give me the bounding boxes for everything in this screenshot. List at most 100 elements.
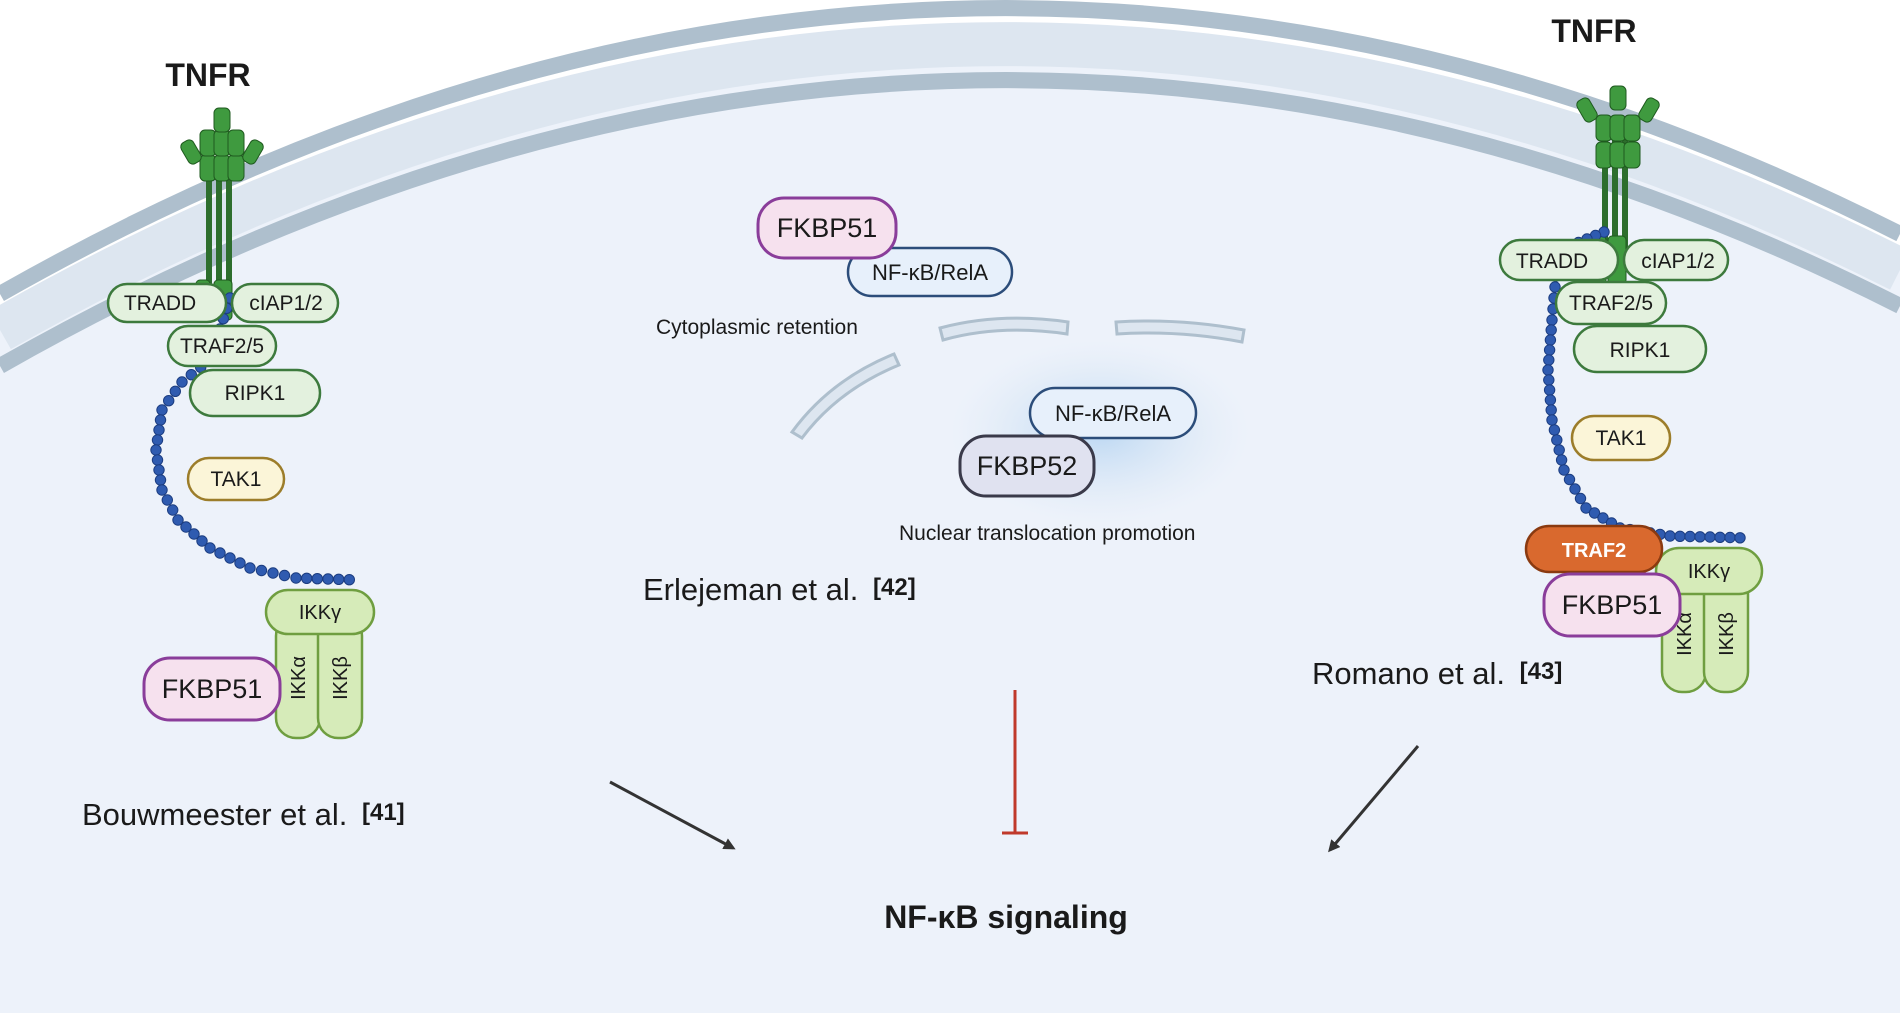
ripk1-right: RIPK1: [1572, 324, 1708, 374]
ubiquitin-bead: [244, 562, 256, 574]
svg-text:IKKα: IKKα: [288, 656, 310, 700]
svg-text:IKKα: IKKα: [1674, 612, 1696, 656]
svg-text:TRAF2: TRAF2: [1562, 540, 1626, 562]
svg-text:IKKγ: IKKγ: [1688, 561, 1730, 583]
ciap-left: cIAP1/2: [230, 282, 340, 324]
ubiquitin-bead: [214, 547, 226, 559]
ubiquitin-bead: [1548, 424, 1561, 436]
ubiquitin-bead: [311, 573, 323, 585]
ubiquitin-bead: [156, 484, 168, 496]
ubiquitin-bead: [1580, 502, 1592, 514]
ubiquitin-bead: [1544, 334, 1557, 346]
ubiquitin-bead: [169, 385, 182, 397]
ubiquitin-bead: [1724, 531, 1736, 544]
tradd-left: TRADD: [106, 282, 228, 324]
cell-membrane-inner: [0, 72, 1900, 373]
traf25-right: TRAF2/5: [1554, 280, 1668, 326]
ubiquitin-bead: [154, 474, 167, 486]
tak1-right: TAK1: [1570, 414, 1672, 462]
ubiquitin-bead: [1542, 364, 1554, 376]
ubiquitin-bead: [1543, 384, 1556, 396]
ubiquitin-bead: [1544, 394, 1557, 406]
ubiquitin-bead: [1543, 344, 1556, 356]
ikk-gamma-right: IKKγ: [1654, 546, 1764, 596]
ubiquitin-bead: [1684, 530, 1696, 543]
svg-text:RIPK1: RIPK1: [225, 382, 286, 405]
ubiquitin-bead: [188, 528, 200, 540]
tradd-right: TRADD: [1498, 238, 1620, 282]
left-pathway: TNFR TRADD cIAP1/2: [82, 57, 405, 832]
ubiquitin-bead: [1588, 507, 1601, 519]
activation-arrow-right: [1328, 745, 1420, 853]
ripk1-left: RIPK1: [188, 368, 322, 418]
svg-text:IKKγ: IKKγ: [299, 602, 341, 624]
svg-text:FKBP51: FKBP51: [162, 674, 263, 704]
svg-text:RIPK1: RIPK1: [1610, 339, 1671, 362]
ubiquitin-bead: [196, 535, 208, 547]
citation-erlejeman: Erlejeman et al. [42]: [643, 572, 916, 607]
ubiquitin-bead: [322, 573, 334, 585]
ubiquitin-bead: [301, 572, 313, 584]
ubiquitin-bead: [290, 572, 302, 584]
citation-romano: Romano et al. [43]: [1312, 656, 1562, 691]
ubiquitin-bead: [234, 557, 246, 569]
ubiquitin-bead: [1543, 354, 1555, 366]
ubiquitin-bead: [167, 504, 179, 516]
ciap-right: cIAP1/2: [1622, 238, 1730, 282]
ubiquitin-bead: [172, 514, 184, 526]
ubiquitin-bead: [267, 567, 279, 579]
ubiquitin-bead: [1553, 444, 1565, 456]
ubiquitin-bead: [1704, 531, 1716, 543]
traf2-right: TRAF2: [1524, 524, 1664, 574]
svg-text:NF-κB/RelA: NF-κB/RelA: [872, 260, 988, 285]
ubiquitin-bead: [1555, 454, 1568, 466]
ubiquitin-bead: [176, 376, 188, 388]
ubiquitin-bead: [1545, 404, 1557, 416]
traf25-left: TRAF2/5: [166, 324, 278, 368]
ubiquitin-bead: [1664, 530, 1676, 542]
ikk-alpha-left: IKKα: [274, 614, 322, 740]
ubiquitin-bead: [163, 395, 175, 407]
ubiquitin-bead: [153, 464, 165, 476]
ubiquitin-bead: [150, 444, 162, 456]
citation-bouwmeester: Bouwmeester et al. [41]: [82, 797, 405, 832]
ubiquitin-bead: [185, 369, 198, 381]
ubiquitin-bead: [204, 542, 216, 554]
fkbp51-right: FKBP51: [1542, 572, 1682, 638]
fkbp51-left: FKBP51: [142, 656, 282, 722]
cytoplasm: [0, 34, 1900, 1013]
ikk-beta-left: IKKβ: [316, 614, 364, 740]
ubiquitin-bead: [1545, 324, 1557, 336]
ubiquitin-bead: [153, 424, 165, 436]
ubiquitin-bead: [1546, 314, 1558, 326]
ubiquitin-bead: [1694, 531, 1706, 543]
nfkb-signaling-outcome: NF-κB signaling: [884, 899, 1128, 935]
nuclear-translocation-label: Nuclear translocation promotion: [899, 522, 1195, 545]
svg-text:IKKβ: IKKβ: [1716, 612, 1738, 656]
ubiquitin-bead: [180, 521, 192, 533]
ubiquitin-bead: [1549, 281, 1561, 293]
ubiquitin-bead: [1734, 532, 1746, 544]
ubiquitin-bead: [278, 569, 291, 582]
ubiquitin-bead: [1597, 512, 1609, 524]
nuclear-envelope: [789, 316, 1246, 440]
svg-text:TRADD: TRADD: [1516, 250, 1588, 273]
ubiquitin-bead: [151, 454, 164, 466]
middle-pathway: NF-κB/RelA FKBP51 Cytoplasmic retention …: [643, 196, 1250, 607]
tak1-left: TAK1: [186, 456, 286, 502]
nfkb-top: NF-κB/RelA: [846, 246, 1014, 298]
svg-text:FKBP51: FKBP51: [777, 213, 878, 243]
ubiquitin-bead: [1569, 483, 1581, 495]
svg-text:FKBP52: FKBP52: [977, 451, 1078, 481]
nfkb-bottom: NF-κB/RelA: [1028, 386, 1198, 440]
ubiquitin-bead: [1543, 374, 1555, 386]
svg-text:TRADD: TRADD: [124, 292, 196, 315]
inhibition-symbol: [1002, 690, 1028, 835]
ubiquitin-bead: [1574, 492, 1587, 505]
ubiquitin-bead: [1674, 530, 1686, 542]
ikk-gamma-left: IKKγ: [264, 588, 376, 636]
svg-text:IKKβ: IKKβ: [330, 656, 352, 700]
ubiquitin-bead: [161, 494, 174, 506]
